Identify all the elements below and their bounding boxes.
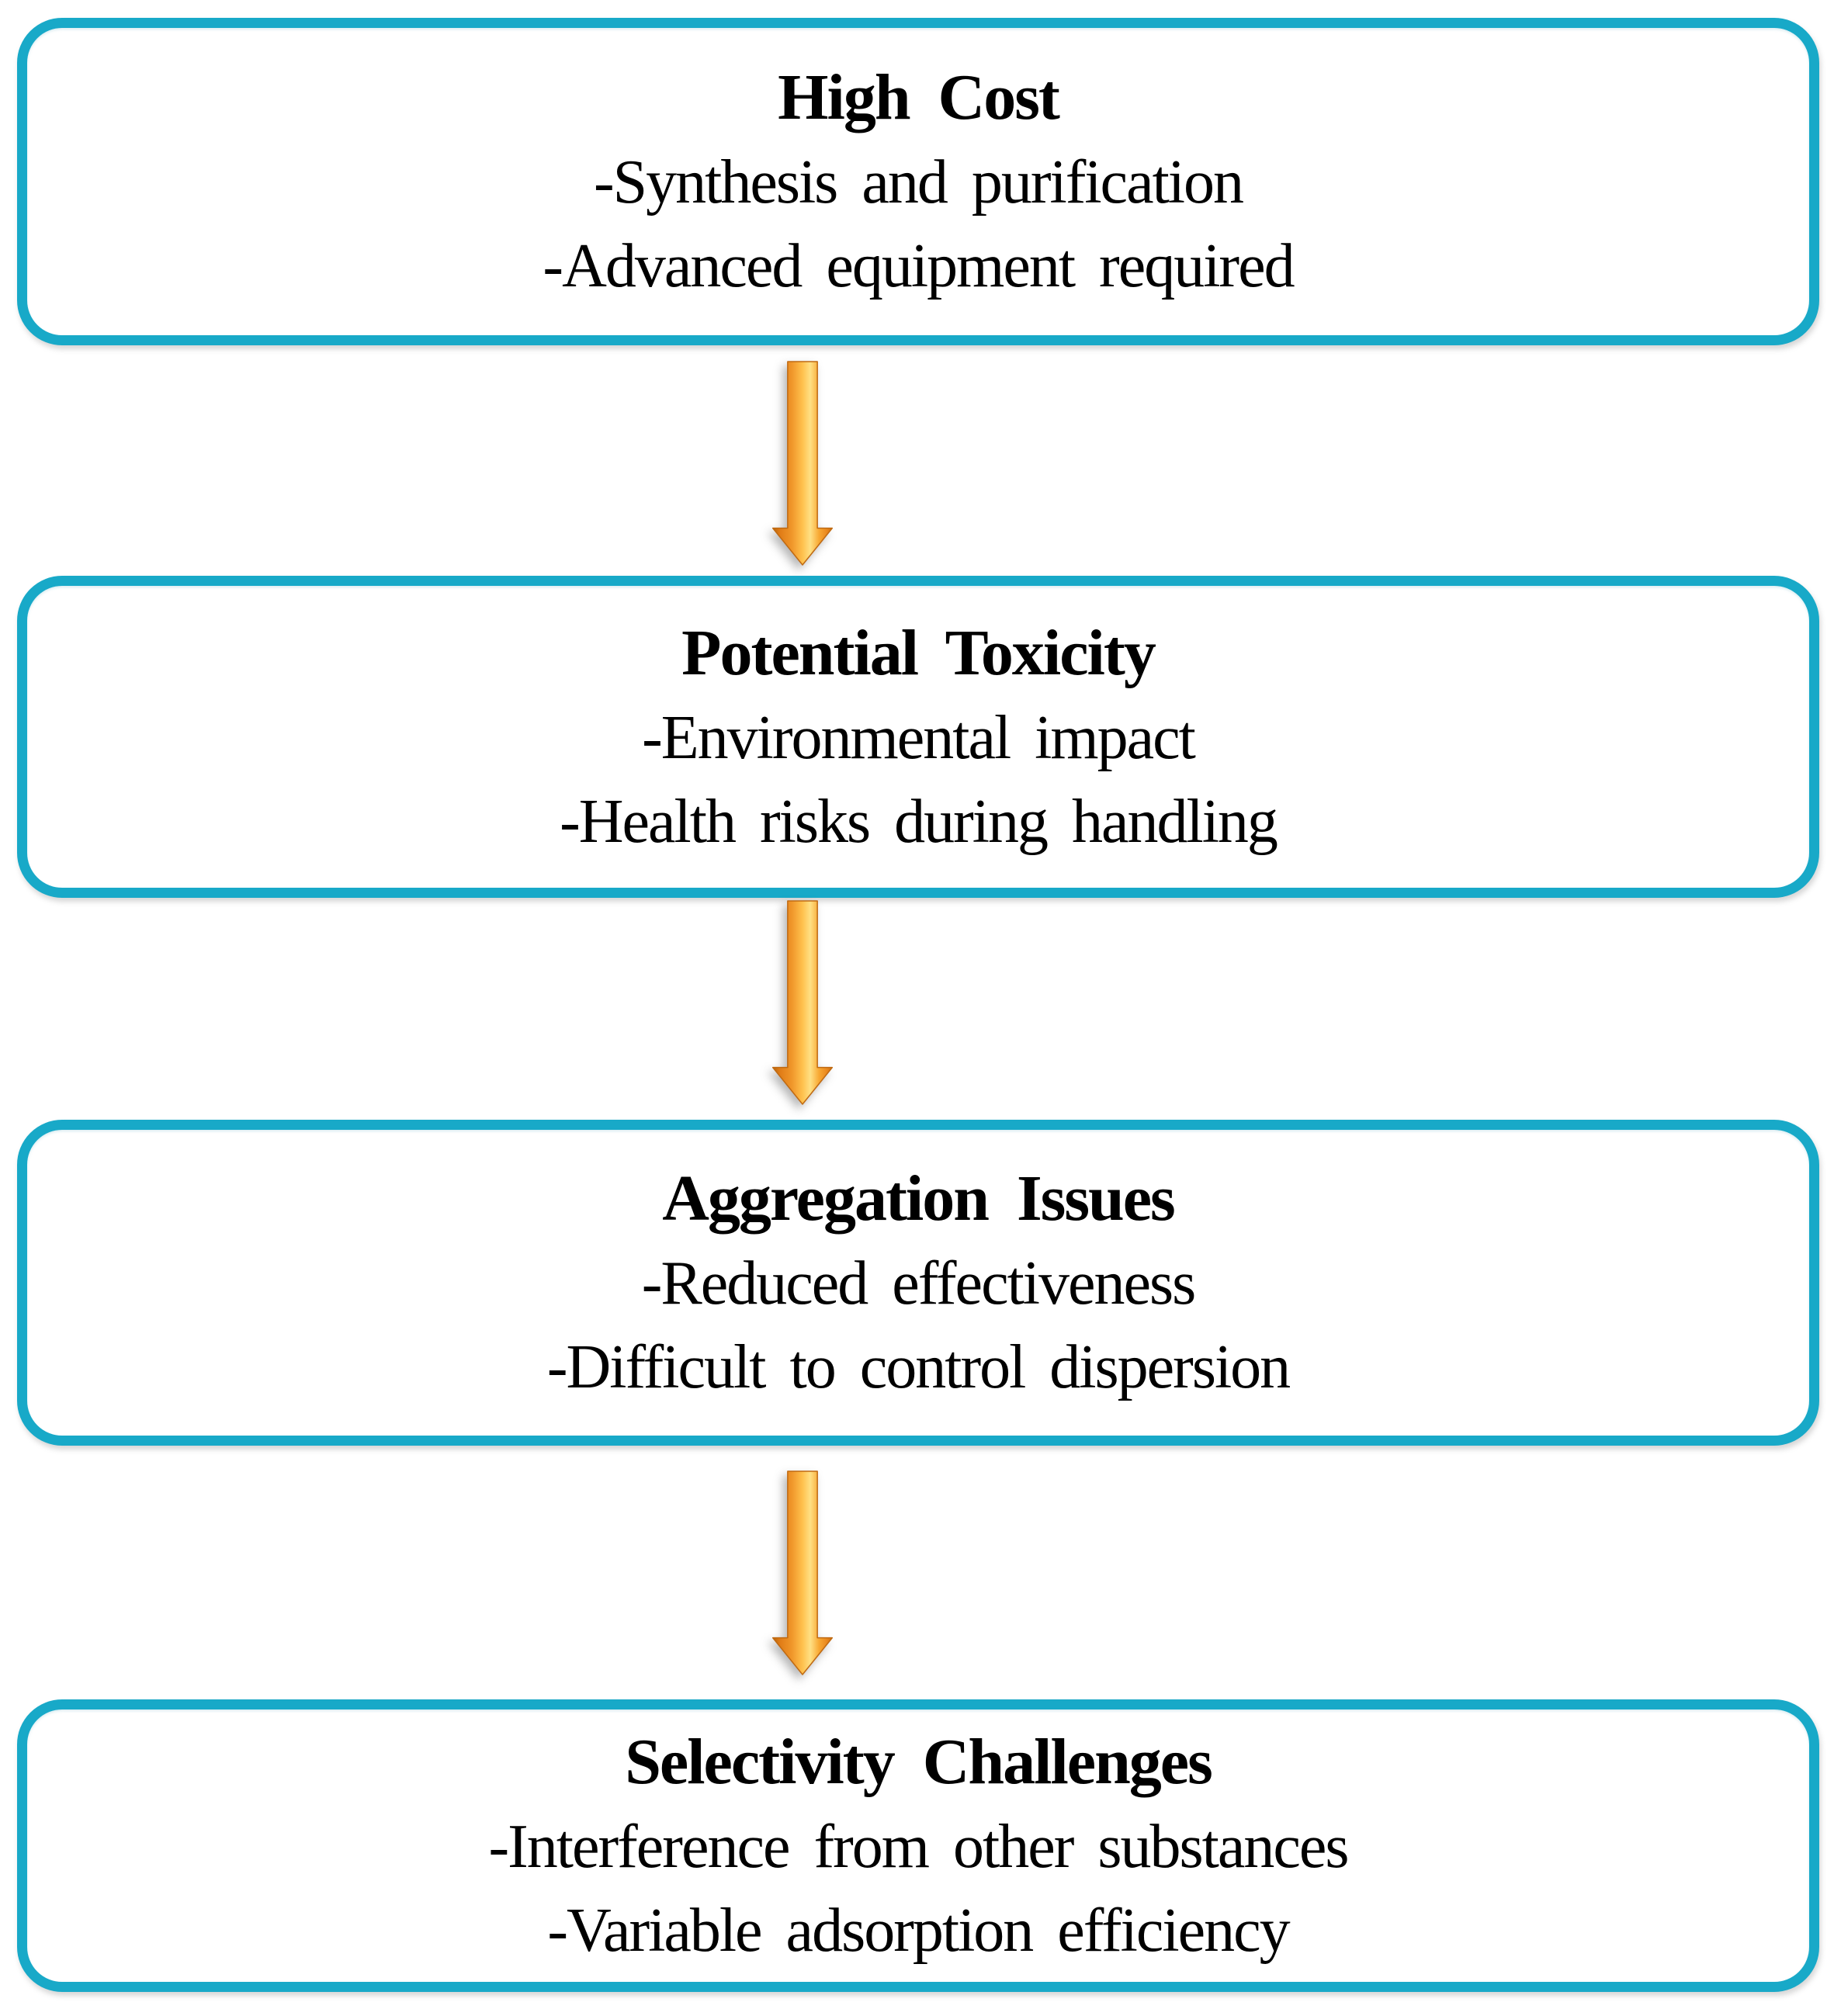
box-high-cost-line-2: -Advanced equipment required [543, 232, 1295, 300]
down-arrow-icon [772, 900, 833, 1105]
box-selectivity-challenges-title: Selectivity Challenges [625, 1725, 1213, 1798]
box-potential-toxicity-line-2: -Health risks during handling [560, 787, 1278, 856]
down-arrow-icon [772, 1470, 833, 1675]
box-potential-toxicity-line-1: -Environmental impact [642, 703, 1196, 772]
box-aggregation-issues-title: Aggregation Issues [662, 1162, 1175, 1235]
box-high-cost-line-1: -Synthesis and purification [593, 148, 1244, 216]
box-aggregation-issues-line-2: -Difficult to control dispersion [546, 1333, 1291, 1401]
box-potential-toxicity-title: Potential Toxicity [681, 616, 1156, 689]
box-high-cost-title: High Cost [778, 61, 1060, 133]
box-high-cost: High Cost -Synthesis and purification -A… [17, 18, 1819, 345]
box-potential-toxicity: Potential Toxicity -Environmental impact… [17, 576, 1819, 898]
box-aggregation-issues-line-1: -Reduced effectiveness [641, 1249, 1197, 1318]
box-selectivity-challenges-line-2: -Variable adsorption efficiency [547, 1896, 1290, 1965]
down-arrow-icon [772, 361, 833, 566]
box-selectivity-challenges-line-1: -Interference from other substances [488, 1812, 1350, 1881]
box-selectivity-challenges: Selectivity Challenges -Interference fro… [17, 1699, 1819, 1992]
box-aggregation-issues: Aggregation Issues -Reduced effectivenes… [17, 1120, 1819, 1446]
